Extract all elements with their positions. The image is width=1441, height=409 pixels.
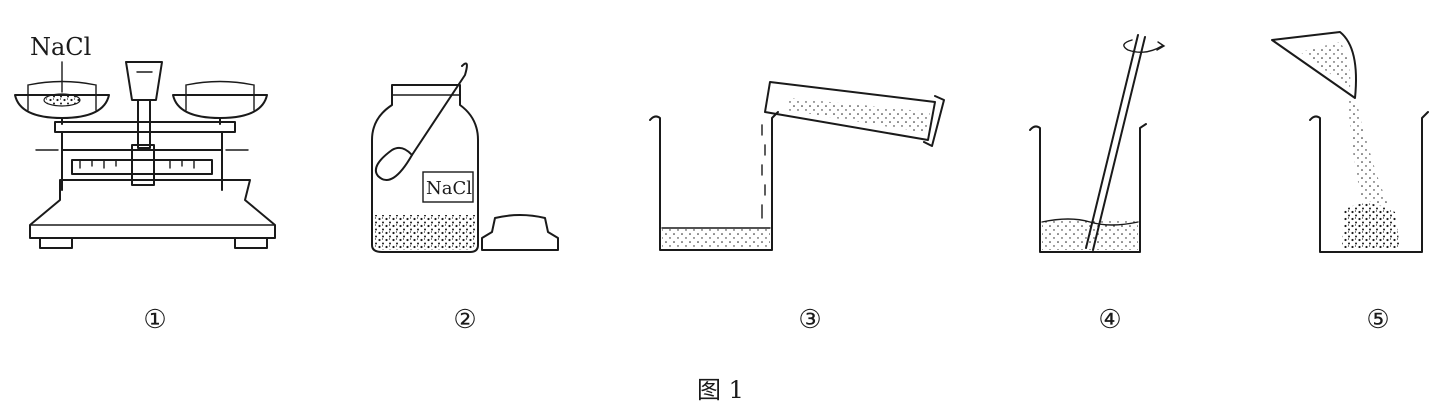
- stirring-beaker: [1029, 34, 1166, 253]
- step-label-4: ④: [1098, 305, 1122, 335]
- step-label-3: ③: [798, 305, 822, 335]
- adding-beaker: [1271, 31, 1429, 253]
- salt-label: NaCl: [30, 33, 91, 61]
- balance-apparatus: NaCl: [14, 33, 276, 249]
- jar-label: NaCl: [426, 178, 472, 199]
- step-label-5: ⑤: [1366, 305, 1390, 335]
- pouring-beaker: [649, 81, 945, 251]
- figure-caption: 图 1: [697, 376, 744, 404]
- scale-ticks: [79, 159, 195, 169]
- pour-stream: [761, 124, 766, 219]
- step-label-2: ②: [453, 305, 477, 335]
- reagent-jar: NaCl: [371, 62, 559, 253]
- step-label-1: ①: [143, 305, 167, 335]
